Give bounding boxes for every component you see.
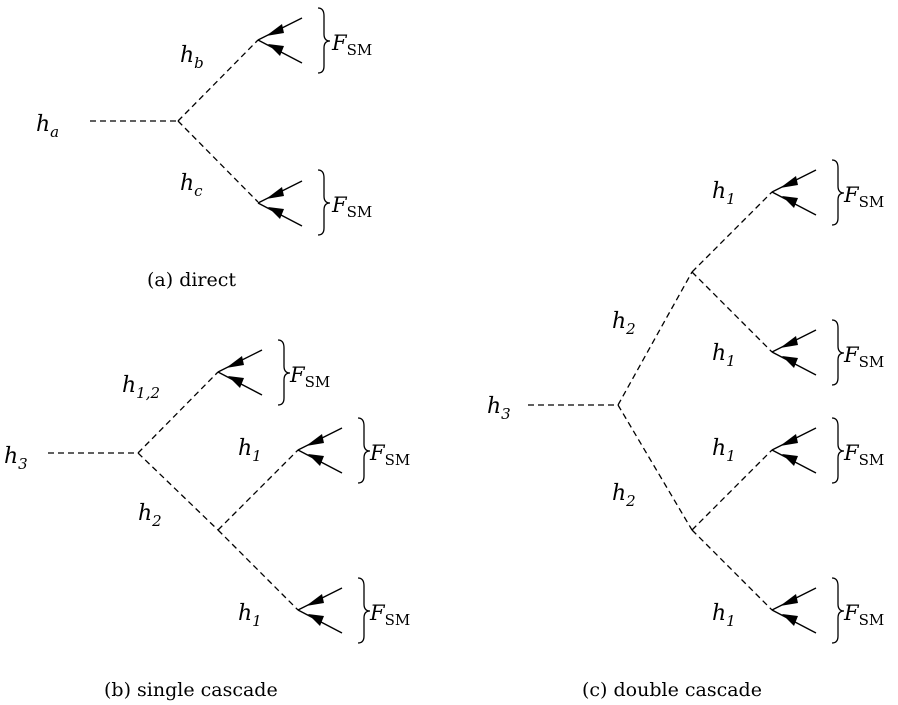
fermion-pair-bottom	[257, 180, 303, 227]
fermion-arrow-icon	[782, 614, 798, 626]
label-hc: hc	[180, 171, 203, 200]
propagator-h1-lower	[217, 529, 299, 611]
propagator-h12	[137, 371, 219, 454]
fermion-arrow-icon	[780, 176, 798, 188]
fermion-arrow-icon	[780, 434, 798, 446]
label-h1: h1	[238, 436, 262, 465]
propagator-h1	[691, 529, 773, 611]
fermion-pair	[771, 427, 817, 474]
propagator-h1-upper	[217, 449, 299, 531]
fermion-arrow-icon	[780, 336, 798, 348]
label-fsm: FSM	[289, 363, 330, 391]
fermion-arrow-icon	[226, 356, 244, 368]
brace	[357, 417, 371, 484]
fermion-pair	[217, 349, 263, 396]
label-fsm: FSM	[369, 601, 410, 629]
label-h1: h1	[712, 436, 736, 465]
fermion-arrow-icon	[782, 454, 798, 466]
label-fsm: FSM	[843, 601, 884, 629]
label-fsm: FSM	[843, 343, 884, 371]
label-h2: h2	[138, 501, 162, 530]
label-h1: h1	[238, 601, 262, 630]
label-h3: h3	[487, 394, 511, 423]
brace	[277, 339, 291, 406]
brace	[831, 417, 845, 484]
fermion-arrow-icon	[780, 594, 798, 606]
fermion-arrow-icon	[266, 24, 284, 36]
fermion-arrow-icon	[306, 434, 324, 446]
caption-single-cascade: (b) single cascade	[104, 679, 278, 701]
fermion-pair	[771, 329, 817, 376]
fermion-pair-top	[257, 17, 303, 64]
fermion-pair	[297, 587, 343, 634]
fermion-arrow-icon	[782, 356, 798, 368]
propagator-h2-lower	[617, 404, 693, 531]
label-h2: h2	[612, 481, 636, 510]
label-hb: hb	[180, 43, 204, 72]
caption-double-cascade: (c) double cascade	[582, 679, 762, 701]
fermion-arrow-icon	[268, 207, 284, 219]
propagator-h1	[691, 191, 773, 273]
diagram-double-cascade: h3 h2 h2 h1 h1 h1 h1 FSM FSM FSM FSM (c)…	[487, 159, 884, 701]
brace-top	[317, 7, 331, 74]
label-ha: ha	[36, 112, 59, 141]
brace	[831, 159, 845, 226]
diagram-direct: ha hb hc FSM FSM (a) direct	[36, 7, 372, 291]
fermion-pair	[771, 169, 817, 216]
caption-direct: (a) direct	[147, 269, 236, 291]
fermion-arrow-icon	[228, 376, 244, 388]
propagator-hc	[177, 120, 259, 203]
fermion-arrow-icon	[308, 614, 324, 626]
label-h12: h1,2	[122, 373, 160, 402]
fermion-pair	[771, 587, 817, 634]
label-h3: h3	[4, 444, 28, 473]
propagator-h2	[137, 452, 219, 531]
propagator-hb	[177, 39, 259, 122]
propagator-h1	[691, 271, 773, 353]
propagator-h2-upper	[617, 271, 693, 406]
label-fsm: FSM	[369, 441, 410, 469]
label-fsm: FSM	[331, 193, 372, 221]
propagator-h1	[691, 449, 773, 531]
label-fsm: FSM	[843, 441, 884, 469]
brace	[357, 577, 371, 644]
fermion-pair	[297, 427, 343, 474]
brace	[831, 319, 845, 386]
label-h1: h1	[712, 601, 736, 630]
label-h1: h1	[712, 341, 736, 370]
fermion-arrow-icon	[782, 196, 798, 208]
fermion-arrow-icon	[268, 44, 284, 56]
brace-bottom	[317, 169, 331, 236]
diagram-single-cascade: h3 h1,2 h2 h1 h1 FSM FSM FSM (b) single …	[4, 339, 410, 701]
fermion-arrow-icon	[266, 187, 284, 199]
label-h2: h2	[612, 309, 636, 338]
brace	[831, 577, 845, 644]
fermion-arrow-icon	[306, 594, 324, 606]
fermion-arrow-icon	[308, 454, 324, 466]
label-h1: h1	[712, 179, 736, 208]
label-fsm: FSM	[843, 183, 884, 211]
label-fsm: FSM	[331, 31, 372, 59]
